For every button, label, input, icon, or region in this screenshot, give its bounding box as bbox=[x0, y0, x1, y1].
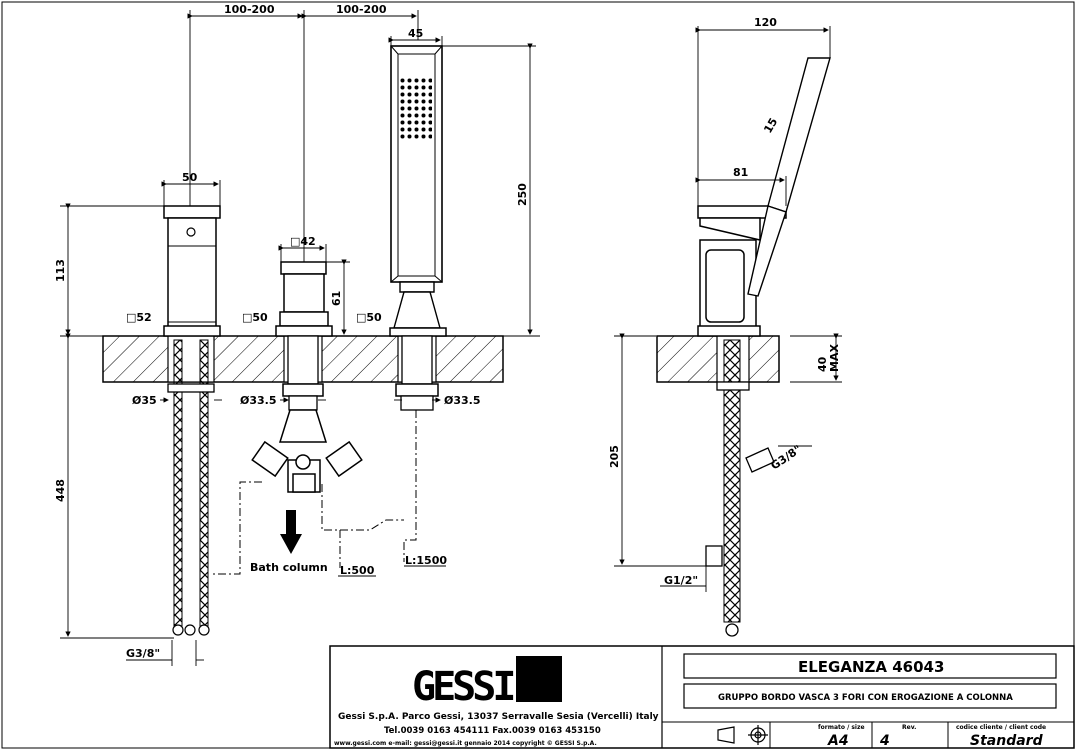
client-code-label: codice cliente / client code bbox=[956, 724, 1046, 731]
dim-spacing-left: 100-200 bbox=[224, 3, 275, 16]
hose-long-label: L:1500 bbox=[405, 554, 447, 567]
model-name: ELEGANZA 46043 bbox=[798, 658, 944, 676]
dim-thread-left: G3/8" bbox=[126, 647, 160, 660]
side-dim-base-width: 81 bbox=[733, 166, 748, 179]
dim-dia-mid: Ø33.5 bbox=[240, 394, 277, 407]
dim-height-mixer: 61 bbox=[330, 291, 343, 306]
rev-value: 4 bbox=[879, 733, 890, 749]
dim-dia-right: Ø33.5 bbox=[444, 394, 481, 407]
side-dim-deck-label: MAX bbox=[828, 344, 841, 372]
side-view: 120 81 15 40 MAX 205 G3/8" G1/2" bbox=[608, 16, 842, 637]
dim-handshower-width: 45 bbox=[408, 27, 423, 40]
format-label: formato / size bbox=[818, 724, 865, 731]
dim-spacing-right: 100-200 bbox=[336, 3, 387, 16]
dim-dia-left: Ø35 bbox=[132, 394, 157, 407]
side-handshower bbox=[747, 57, 831, 297]
format-value: A4 bbox=[827, 733, 849, 749]
mixer-body bbox=[275, 261, 333, 411]
company-contact: Tel.0039 0163 454111 Fax.0039 0163 45315… bbox=[384, 726, 601, 736]
company-logo-block bbox=[516, 656, 562, 702]
side-hose bbox=[723, 339, 741, 623]
bath-column-arrow bbox=[280, 510, 302, 554]
hose-left-b bbox=[199, 339, 209, 627]
handshower bbox=[389, 45, 447, 411]
hose-left-a bbox=[173, 339, 183, 627]
product-description: GRUPPO BORDO VASCA 3 FORI CON EROGAZIONE… bbox=[718, 693, 1013, 703]
hose-short-label: L:500 bbox=[340, 564, 375, 577]
front-view: Bath column L:500 L:1500 bbox=[54, 3, 540, 666]
client-code-value: Standard bbox=[970, 733, 1044, 749]
side-dim-thread-bottom: G1/2" bbox=[664, 574, 698, 587]
dim-base-mid: □50 bbox=[242, 311, 268, 324]
dim-height-spout: 113 bbox=[54, 259, 67, 282]
side-dim-angle: 15 bbox=[761, 116, 780, 136]
dim-base-right: □50 bbox=[356, 311, 382, 324]
shower-nozzles bbox=[400, 78, 432, 140]
company-address: Gessi S.p.A. Parco Gessi, 13037 Serraval… bbox=[338, 712, 659, 722]
projection-symbol-icon bbox=[717, 725, 768, 745]
side-dim-deck-value: 40 bbox=[816, 356, 829, 372]
dim-base-left: □52 bbox=[126, 311, 152, 324]
company-logo-text: GESSI bbox=[412, 664, 513, 710]
company-footer: www.gessi.com e-mail: gessi@gessi.it gen… bbox=[334, 740, 597, 747]
side-dim-thread-side: G3/8" bbox=[768, 443, 804, 473]
diverter-valve bbox=[251, 409, 363, 493]
bath-column-label: Bath column bbox=[250, 561, 328, 574]
side-dim-height-below: 205 bbox=[608, 445, 621, 468]
side-body bbox=[697, 205, 787, 337]
side-dim-total-width: 120 bbox=[754, 16, 777, 29]
title-block: GESSI Gessi S.p.A. Parco Gessi, 13037 Se… bbox=[329, 645, 1075, 749]
rev-label: Rev. bbox=[902, 724, 916, 731]
hose-routes bbox=[210, 410, 417, 575]
spout-body bbox=[163, 205, 221, 337]
dim-height-handshower: 250 bbox=[516, 183, 529, 206]
dim-spout-width: 50 bbox=[182, 171, 198, 184]
dim-height-hose: 448 bbox=[54, 479, 67, 502]
dim-mixer-square: □42 bbox=[290, 235, 316, 248]
